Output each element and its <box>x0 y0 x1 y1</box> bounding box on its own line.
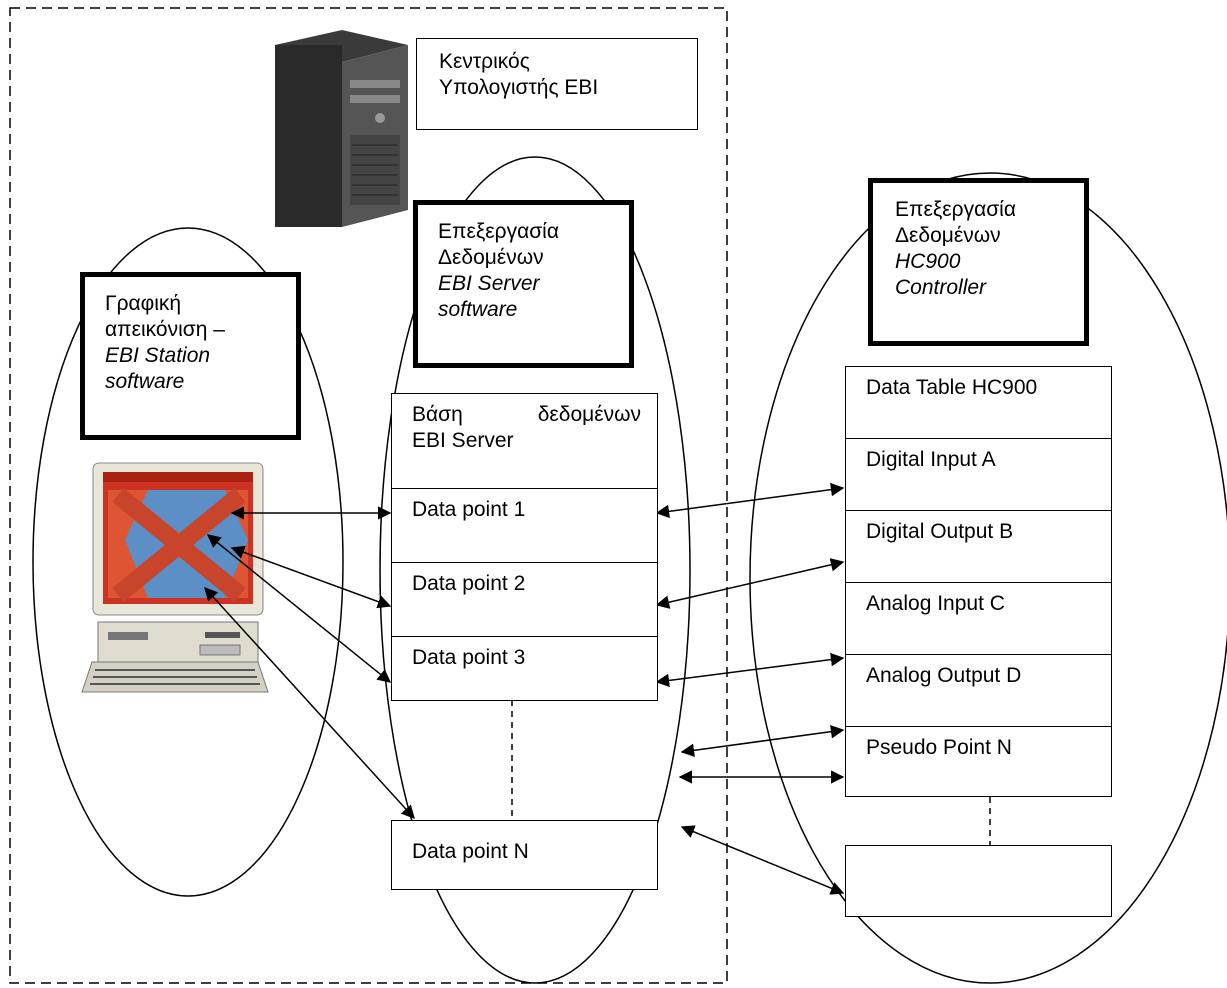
graphics-line3: EBI Station <box>105 344 211 367</box>
controller-proc-line3: HC900 <box>895 250 961 273</box>
server-tower-icon <box>275 30 408 227</box>
server-proc-line4: software <box>438 298 518 321</box>
graphics-line4: software <box>105 370 185 393</box>
arrow-dp1-digital-input <box>655 482 845 519</box>
ebi-data-point-1: Data point 1 <box>391 488 658 563</box>
hc900-last-point <box>845 845 1112 917</box>
graphics-line2: απεικόνιση – <box>105 318 225 341</box>
ebi-data-point-2: Data point 2 <box>391 562 658 637</box>
controller-processing-box: Επεξεργασία Δεδομένων HC900 Controller <box>868 178 1089 346</box>
arrow-dp3-analog-input <box>655 652 845 688</box>
ebi-data-point-3: Data point 3 <box>391 636 658 701</box>
ebi-database-header-word1: Βάση <box>412 403 463 426</box>
graphics-line1: Γραφική <box>105 292 182 315</box>
controller-proc-line2: Δεδομένων <box>895 224 1001 247</box>
ebi-database-header-word2: δεδομένων <box>537 403 641 426</box>
arrow-server-analog-output <box>680 724 845 758</box>
hc900-header: Data Table HC900 <box>845 366 1112 439</box>
central-computer-line2: Υπολογιστής EBI <box>439 76 599 99</box>
central-computer-box: Κεντρικός Υπολογιστής EBI <box>416 38 698 130</box>
workstation-icon <box>81 462 269 693</box>
hc900-analog-output: Analog Output D <box>845 654 1112 727</box>
ebi-data-point-n: Data point N <box>391 820 658 890</box>
server-processing-box: Επεξεργασία Δεδομένων EBI Server softwar… <box>413 200 634 368</box>
server-proc-line2: Δεδομένων <box>438 246 544 269</box>
graphics-station-box: Γραφική απεικόνιση – EBI Station softwar… <box>80 272 301 440</box>
central-computer-line1: Κεντρικός <box>439 50 530 73</box>
hc900-pseudo-point: Pseudo Point N <box>845 726 1112 797</box>
ebi-database-header-line2: EBI Server <box>412 429 514 452</box>
arrow-dp2-digital-output <box>655 558 845 609</box>
arrow-station-dpn <box>204 587 415 819</box>
controller-proc-line4: Controller <box>895 276 987 299</box>
arrow-server-last-point <box>680 825 845 895</box>
server-proc-line3: EBI Server <box>438 272 540 295</box>
server-proc-line1: Επεξεργασία <box>438 220 559 243</box>
hc900-analog-input: Analog Input C <box>845 582 1112 655</box>
ebi-database-header: Βάση δεδομένων EBI Server <box>391 393 658 489</box>
hc900-digital-input: Digital Input A <box>845 438 1112 511</box>
hc900-digital-output: Digital Output B <box>845 510 1112 583</box>
controller-proc-line1: Επεξεργασία <box>895 198 1016 221</box>
